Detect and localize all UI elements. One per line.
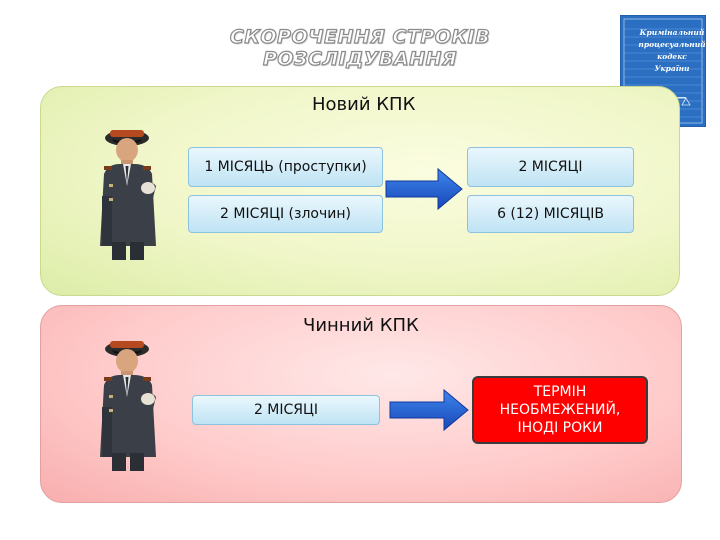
new-term-misdemeanor-box: 1 МІСЯЦЬ (проступки) xyxy=(188,147,383,187)
new-code-heading: Новий КПК xyxy=(312,94,416,115)
current-code-heading: Чинний КПК xyxy=(303,315,419,336)
book-line-1: Кримінальний xyxy=(639,28,705,37)
book-line-3: кодекс xyxy=(657,52,687,61)
police-officer-image xyxy=(100,130,156,260)
police-officer-image xyxy=(100,341,156,471)
current-term-box: 2 МІСЯЦІ xyxy=(192,395,380,425)
new-result-crime-box: 6 (12) МІСЯЦІВ xyxy=(467,195,634,233)
new-term-crime-box: 2 МІСЯЦІ (злочин) xyxy=(188,195,383,233)
slide-title: СКОРОЧЕННЯ СТРОКІВ РОЗСЛІДУВАННЯ xyxy=(229,25,491,70)
book-line-4: України xyxy=(654,64,690,73)
right-arrow-icon xyxy=(385,167,463,211)
new-result-misdemeanor-box: 2 МІСЯЦІ xyxy=(467,147,634,187)
current-result-box: ТЕРМІН НЕОБМЕЖЕНИЙ, ІНОДІ РОКИ xyxy=(472,376,648,444)
right-arrow-icon xyxy=(389,388,469,432)
book-line-2: процесуальний xyxy=(638,40,706,49)
